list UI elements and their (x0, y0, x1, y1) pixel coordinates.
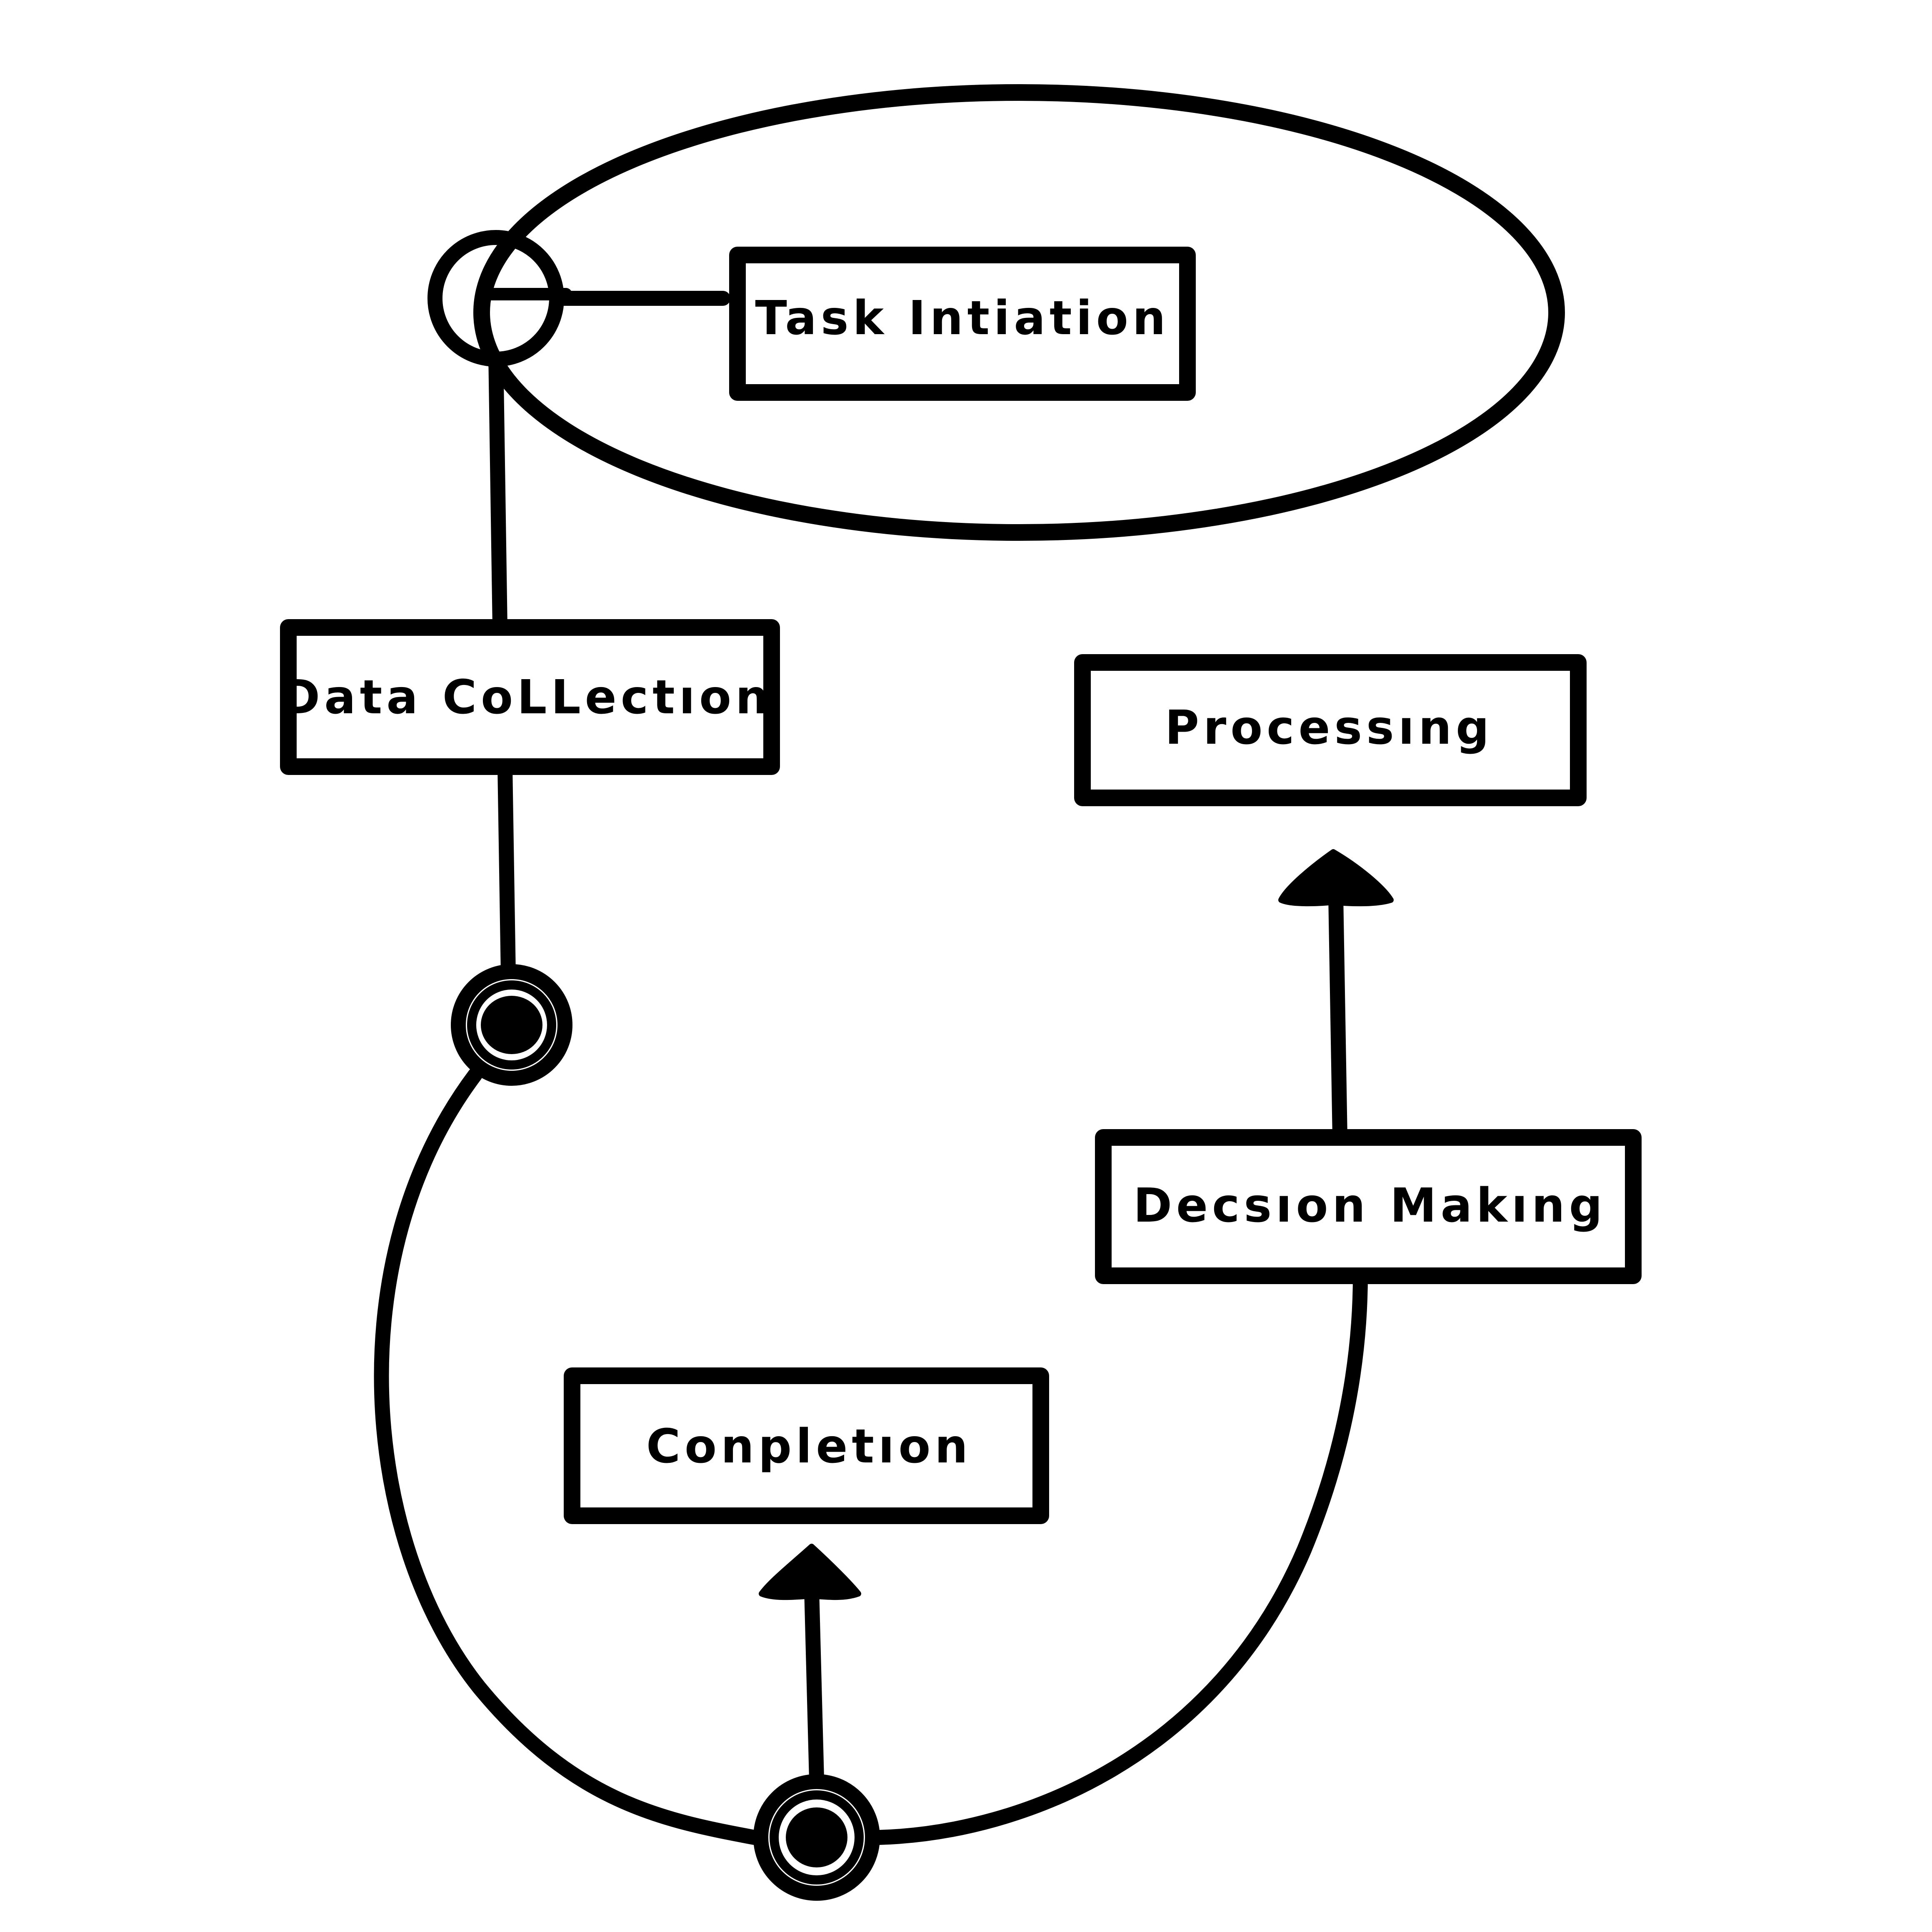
node-data-collection: Data CoLLectıon (280, 619, 780, 775)
data-collection-box (280, 619, 780, 775)
connector-merge-to-completion (804, 1582, 824, 1787)
start-node-icon (427, 230, 572, 367)
connector-merge-to-decision-curve (872, 1267, 1368, 1845)
connector-join-to-merge-curve (374, 1067, 762, 1845)
merge-node-icon (753, 1774, 880, 1901)
processing-box (1074, 654, 1587, 806)
decision-making-box (1095, 1129, 1642, 1284)
data-collection-label: Data CoLLectıon (281, 670, 773, 725)
join-node-icon (451, 964, 572, 1086)
task-highlight-ellipse (473, 84, 1565, 541)
arrowhead-to-completion (759, 1544, 861, 1600)
task-initiation-label: Task Intiation (755, 291, 1170, 345)
completion-label: Conpletıon (646, 1420, 972, 1474)
completion-box (564, 1367, 1049, 1524)
processing-label: Processıng (1165, 701, 1493, 755)
decision-making-label: Decsıon Makıng (1133, 1179, 1607, 1233)
arrowhead-to-processing (1278, 849, 1394, 907)
node-processing: Processıng (1074, 654, 1587, 806)
task-initiation-box (729, 247, 1196, 401)
node-decision-making: Decsıon Makıng (1095, 1129, 1642, 1284)
node-task-initiation: Task Intiation (729, 247, 1196, 401)
node-completion: Conpletıon (564, 1367, 1049, 1524)
connector-decision-to-processing (1328, 888, 1347, 1145)
connector-start-to-data-collection (488, 347, 507, 635)
connector-data-collection-to-join (497, 759, 516, 982)
